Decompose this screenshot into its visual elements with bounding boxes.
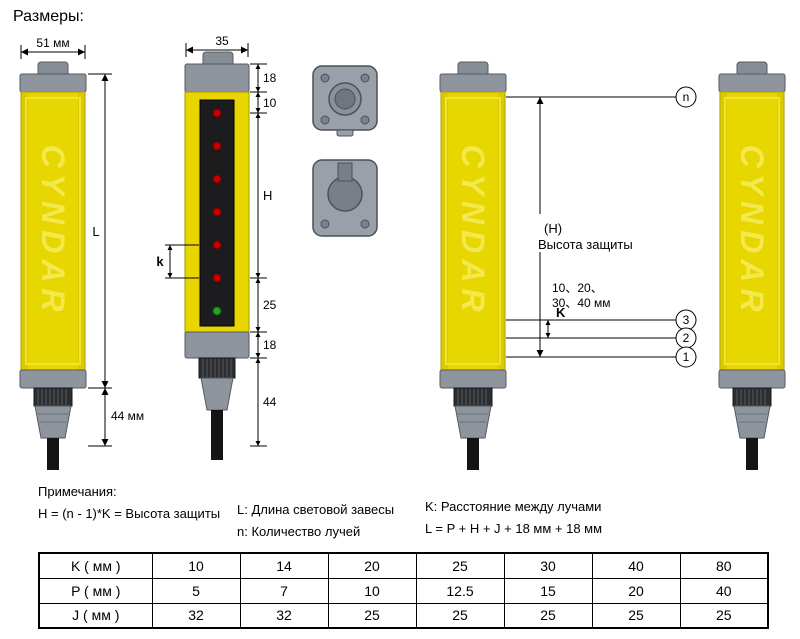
dim-label-25: 25 (263, 298, 277, 312)
protection-height-label: Высота защиты (538, 237, 633, 252)
led-red (212, 174, 222, 184)
table-cell: 20 (327, 552, 417, 579)
table-cell: 25 (591, 602, 681, 629)
light-curtain-side-view (19, 61, 87, 471)
light-curtain-receiver-view (718, 61, 786, 471)
table-cell: 12.5 (415, 577, 505, 604)
table-cell: 25 (503, 602, 593, 629)
led-red (212, 108, 222, 118)
dim-label-35: 35 (215, 34, 229, 48)
dim-stack-right: 18 10 H 25 18 44 (250, 63, 277, 447)
dim-label-K: K (556, 305, 566, 320)
beam-label-2: 2 (683, 331, 690, 345)
dim-label-k: k (156, 254, 164, 269)
table-row-p: P ( мм ) 5 7 10 12.5 15 20 40 (38, 577, 769, 604)
led-red (212, 207, 222, 217)
row-label: K ( мм ) (38, 552, 153, 579)
status-leds (212, 108, 222, 316)
note-n-definition: n: Количество лучей (237, 524, 361, 539)
table-cell: 5 (151, 577, 241, 604)
table-cell: 14 (239, 552, 329, 579)
dim-label-18-bottom: 18 (263, 338, 277, 352)
dim-label-51mm: 51 мм (36, 36, 69, 50)
note-h-formula: H = (n - 1)*K = Высота защиты (38, 506, 221, 521)
dim-width-51: 51 мм (20, 36, 86, 59)
note-l-formula: L = P + H + J + 18 мм + 18 мм (425, 521, 603, 536)
table-cell: 25 (415, 602, 505, 629)
beam-number-circle (675, 346, 697, 368)
dimension-table: K ( мм ) 10 14 20 25 30 40 80 P ( мм ) 5… (38, 552, 769, 629)
table-cell: 32 (239, 602, 329, 629)
table-cell: 25 (415, 552, 505, 579)
table-cell: 30 (503, 552, 593, 579)
table-cell: 10 (151, 552, 241, 579)
led-red (212, 240, 222, 250)
table-cell: 20 (591, 577, 681, 604)
light-curtain-emitter-view (439, 61, 507, 471)
mounting-bracket-top (312, 65, 378, 137)
beam-label-n: n (683, 90, 690, 104)
pitch-options-line2: 30、40 мм (552, 296, 611, 310)
dim-length-L: L (88, 73, 112, 389)
dim-label-44mm: 44 мм (111, 409, 144, 423)
dim-label-44: 44 (263, 395, 277, 409)
dim-label-10: 10 (263, 96, 277, 110)
note-k-definition: K: Расстояние между лучами (425, 499, 602, 514)
technical-drawing: CYNDAR 51 мм L 44 мм (19, 34, 786, 471)
table-cell: 40 (679, 577, 769, 604)
led-red (212, 141, 222, 151)
protection-height-symbol: (H) (544, 221, 562, 236)
dim-beam-pitch-k: k (156, 244, 199, 279)
table-cell: 32 (151, 602, 241, 629)
pitch-options-line1: 10、20、 (552, 281, 603, 295)
beam-label-1: 1 (683, 350, 690, 364)
led-green (212, 306, 222, 316)
dim-label-18-top: 18 (263, 71, 277, 85)
dim-width-35: 35 (185, 34, 249, 57)
dim-label-L: L (92, 224, 99, 239)
led-red (212, 273, 222, 283)
dim-bottom-44mm: 44 мм (88, 388, 144, 447)
table-cell: 10 (327, 577, 417, 604)
row-label: J ( мм ) (38, 602, 153, 629)
table-row-j: J ( мм ) 32 32 25 25 25 25 25 (38, 602, 769, 629)
note-l-definition: L: Длина световой завесы (237, 502, 395, 517)
table-cell: 25 (679, 602, 769, 629)
table-cell: 7 (239, 577, 329, 604)
table-cell: 40 (591, 552, 681, 579)
beam-number-circle (675, 86, 697, 108)
table-cell: 80 (679, 552, 769, 579)
mounting-bracket-bottom (312, 159, 378, 237)
notes-heading: Примечания: (38, 484, 117, 499)
page-title: Размеры: (13, 8, 84, 25)
light-curtain-front-view (184, 51, 250, 460)
table-cell: 25 (327, 602, 417, 629)
dim-label-H: H (263, 188, 272, 203)
row-label: P ( мм ) (38, 577, 153, 604)
beam-diagram: n 3 2 1 (H) Высота защиты 10、20、 30、40 м… (506, 86, 697, 368)
beam-label-3: 3 (683, 313, 690, 327)
table-cell: 15 (503, 577, 593, 604)
table-row-k: K ( мм ) 10 14 20 25 30 40 80 (38, 552, 769, 579)
